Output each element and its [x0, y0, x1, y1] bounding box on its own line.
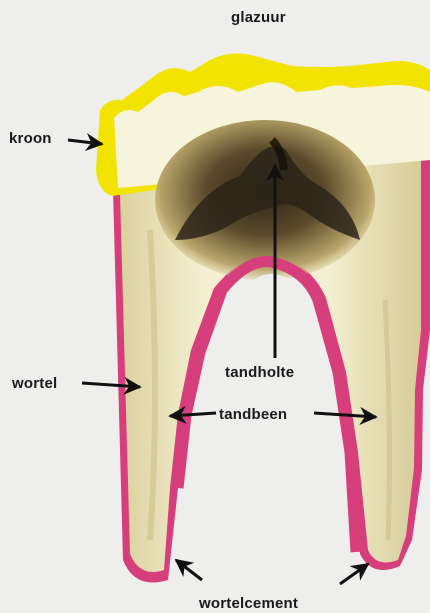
label-tandholte: tandholte [225, 364, 294, 381]
arrow-kroon [68, 140, 102, 144]
pulp-decay-area [155, 120, 375, 280]
label-glazuur: glazuur [231, 9, 286, 26]
label-tandbeen: tandbeen [219, 406, 287, 423]
label-wortel: wortel [12, 375, 57, 392]
label-wortelcement: wortelcement [199, 595, 298, 612]
label-kroon: kroon [9, 130, 52, 147]
